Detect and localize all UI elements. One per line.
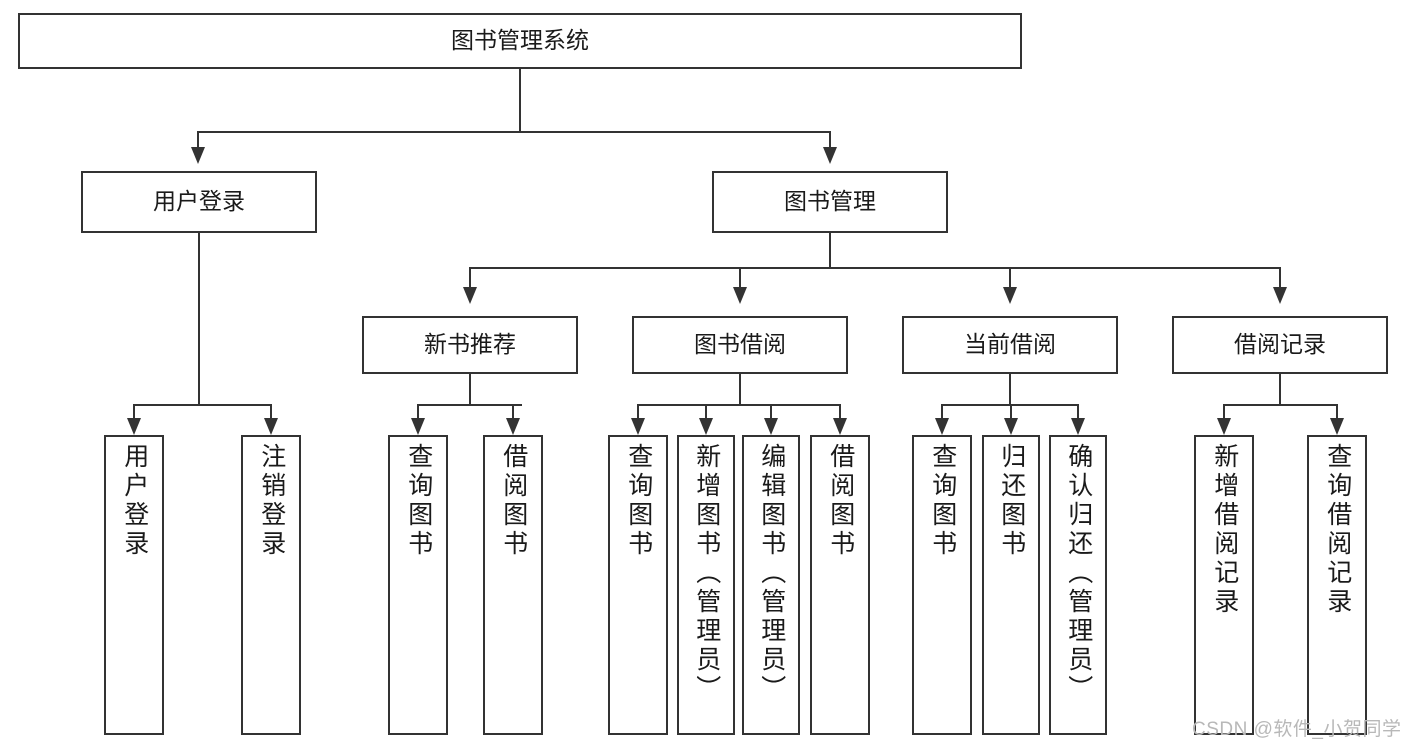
connector-drop-leaf-12	[1223, 404, 1225, 418]
connector-drop-leaf-9	[941, 404, 943, 418]
node-label: 借阅图书	[499, 443, 528, 559]
node-label: 借阅记录	[1234, 331, 1326, 358]
connector-book-management-stem	[829, 233, 831, 268]
arrow-to-leaf-add-borrow-record	[1217, 418, 1231, 435]
node-label: 用户登录	[120, 443, 149, 559]
node-label: 查询图书	[928, 443, 957, 559]
node-book-borrow[interactable]: 图书借阅	[632, 316, 848, 374]
connector-borrow-records-stem	[1279, 374, 1281, 405]
node-label: 查询图书	[624, 443, 653, 559]
arrow-to-user-login	[191, 147, 205, 164]
leaf-node-add-borrow-record[interactable]: 新增借阅记录	[1194, 435, 1254, 735]
connector-drop-level3-2	[739, 267, 741, 287]
leaf-node-borrow-book-2[interactable]: 借阅图书	[810, 435, 870, 735]
connector-book-borrow-stem	[739, 374, 741, 405]
connector-root-stem	[519, 69, 521, 131]
connector-drop-leaf-1	[133, 404, 135, 418]
arrow-to-leaf-query-book-3	[935, 418, 949, 435]
connector-drop-level2-1	[197, 131, 199, 147]
connector-bus-new-book-recommend	[417, 404, 522, 406]
arrow-to-leaf-query-book-1	[411, 418, 425, 435]
node-label: 图书借阅	[694, 331, 786, 358]
connector-drop-leaf-13	[1336, 404, 1338, 418]
arrow-to-current-borrow	[1003, 287, 1017, 304]
arrow-to-leaf-edit-book	[764, 418, 778, 435]
node-label: 用户登录	[153, 188, 245, 215]
arrow-to-leaf-query-book-2	[631, 418, 645, 435]
arrow-to-leaf-logout	[264, 418, 278, 435]
connector-drop-level3-3	[1009, 267, 1011, 287]
node-root-book-management-system[interactable]: 图书管理系统	[18, 13, 1022, 69]
leaf-node-return-book[interactable]: 归还图书	[982, 435, 1040, 735]
connector-new-book-recommend-stem	[469, 374, 471, 405]
arrow-to-book-borrow	[733, 287, 747, 304]
node-label: 注销登录	[257, 443, 286, 559]
arrow-to-book-management	[823, 147, 837, 164]
node-borrow-records[interactable]: 借阅记录	[1172, 316, 1388, 374]
connector-drop-leaf-10	[1010, 404, 1012, 418]
leaf-node-borrow-book-1[interactable]: 借阅图书	[483, 435, 543, 735]
connector-drop-level3-4	[1279, 267, 1281, 287]
connector-drop-leaf-4	[512, 404, 514, 418]
csdn-watermark: CSDN @软件_小贺同学	[1192, 719, 1402, 740]
node-label: 确认归还（管理员）	[1064, 443, 1093, 704]
connector-drop-level2-2	[829, 131, 831, 147]
connector-drop-leaf-11	[1077, 404, 1079, 418]
leaf-node-query-book-3[interactable]: 查询图书	[912, 435, 972, 735]
connector-bus-level2	[197, 131, 831, 133]
arrow-to-leaf-confirm-return	[1071, 418, 1085, 435]
connector-drop-leaf-3	[417, 404, 419, 418]
arrow-to-borrow-records	[1273, 287, 1287, 304]
leaf-node-logout[interactable]: 注销登录	[241, 435, 301, 735]
arrow-to-leaf-add-book	[699, 418, 713, 435]
connector-bus-book-borrow	[637, 404, 841, 406]
arrow-to-leaf-query-borrow-record	[1330, 418, 1344, 435]
node-book-management[interactable]: 图书管理	[712, 171, 948, 233]
connector-current-borrow-stem	[1009, 374, 1011, 405]
node-label: 新书推荐	[424, 331, 516, 358]
node-label: 图书管理系统	[451, 27, 589, 54]
leaf-node-edit-book-admin[interactable]: 编辑图书（管理员）	[742, 435, 800, 735]
node-label: 新增借阅记录	[1210, 443, 1239, 617]
node-label: 借阅图书	[826, 443, 855, 559]
connector-bus-borrow-records	[1223, 404, 1337, 406]
leaf-node-user-login[interactable]: 用户登录	[104, 435, 164, 735]
arrow-to-leaf-return-book	[1004, 418, 1018, 435]
connector-drop-leaf-7	[770, 404, 772, 418]
leaf-node-query-book-1[interactable]: 查询图书	[388, 435, 448, 735]
node-label: 图书管理	[784, 188, 876, 215]
connector-bus-user-login-leaves	[133, 404, 271, 406]
node-label: 归还图书	[997, 443, 1026, 559]
node-label: 编辑图书（管理员）	[757, 443, 786, 704]
node-user-login[interactable]: 用户登录	[81, 171, 317, 233]
connector-drop-level3-1	[469, 267, 471, 287]
connector-user-login-stem	[198, 233, 200, 405]
leaf-node-add-book-admin[interactable]: 新增图书（管理员）	[677, 435, 735, 735]
connector-drop-leaf-5	[637, 404, 639, 418]
leaf-node-query-book-2[interactable]: 查询图书	[608, 435, 668, 735]
node-label: 查询图书	[404, 443, 433, 559]
arrow-to-leaf-borrow-book-1	[506, 418, 520, 435]
node-current-borrow[interactable]: 当前借阅	[902, 316, 1118, 374]
arrow-to-leaf-borrow-book-2	[833, 418, 847, 435]
leaf-node-confirm-return-admin[interactable]: 确认归还（管理员）	[1049, 435, 1107, 735]
node-new-book-recommend[interactable]: 新书推荐	[362, 316, 578, 374]
arrow-to-leaf-user-login	[127, 418, 141, 435]
connector-drop-leaf-6	[705, 404, 707, 418]
node-label: 查询借阅记录	[1323, 443, 1352, 617]
connector-drop-leaf-2	[270, 404, 272, 418]
arrow-to-new-book-recommend	[463, 287, 477, 304]
node-label: 新增图书（管理员）	[692, 443, 721, 704]
leaf-node-query-borrow-record[interactable]: 查询借阅记录	[1307, 435, 1367, 735]
connector-bus-level3	[469, 267, 1280, 269]
connector-bus-current-borrow	[941, 404, 1078, 406]
connector-drop-leaf-8	[839, 404, 841, 418]
node-label: 当前借阅	[964, 331, 1056, 358]
